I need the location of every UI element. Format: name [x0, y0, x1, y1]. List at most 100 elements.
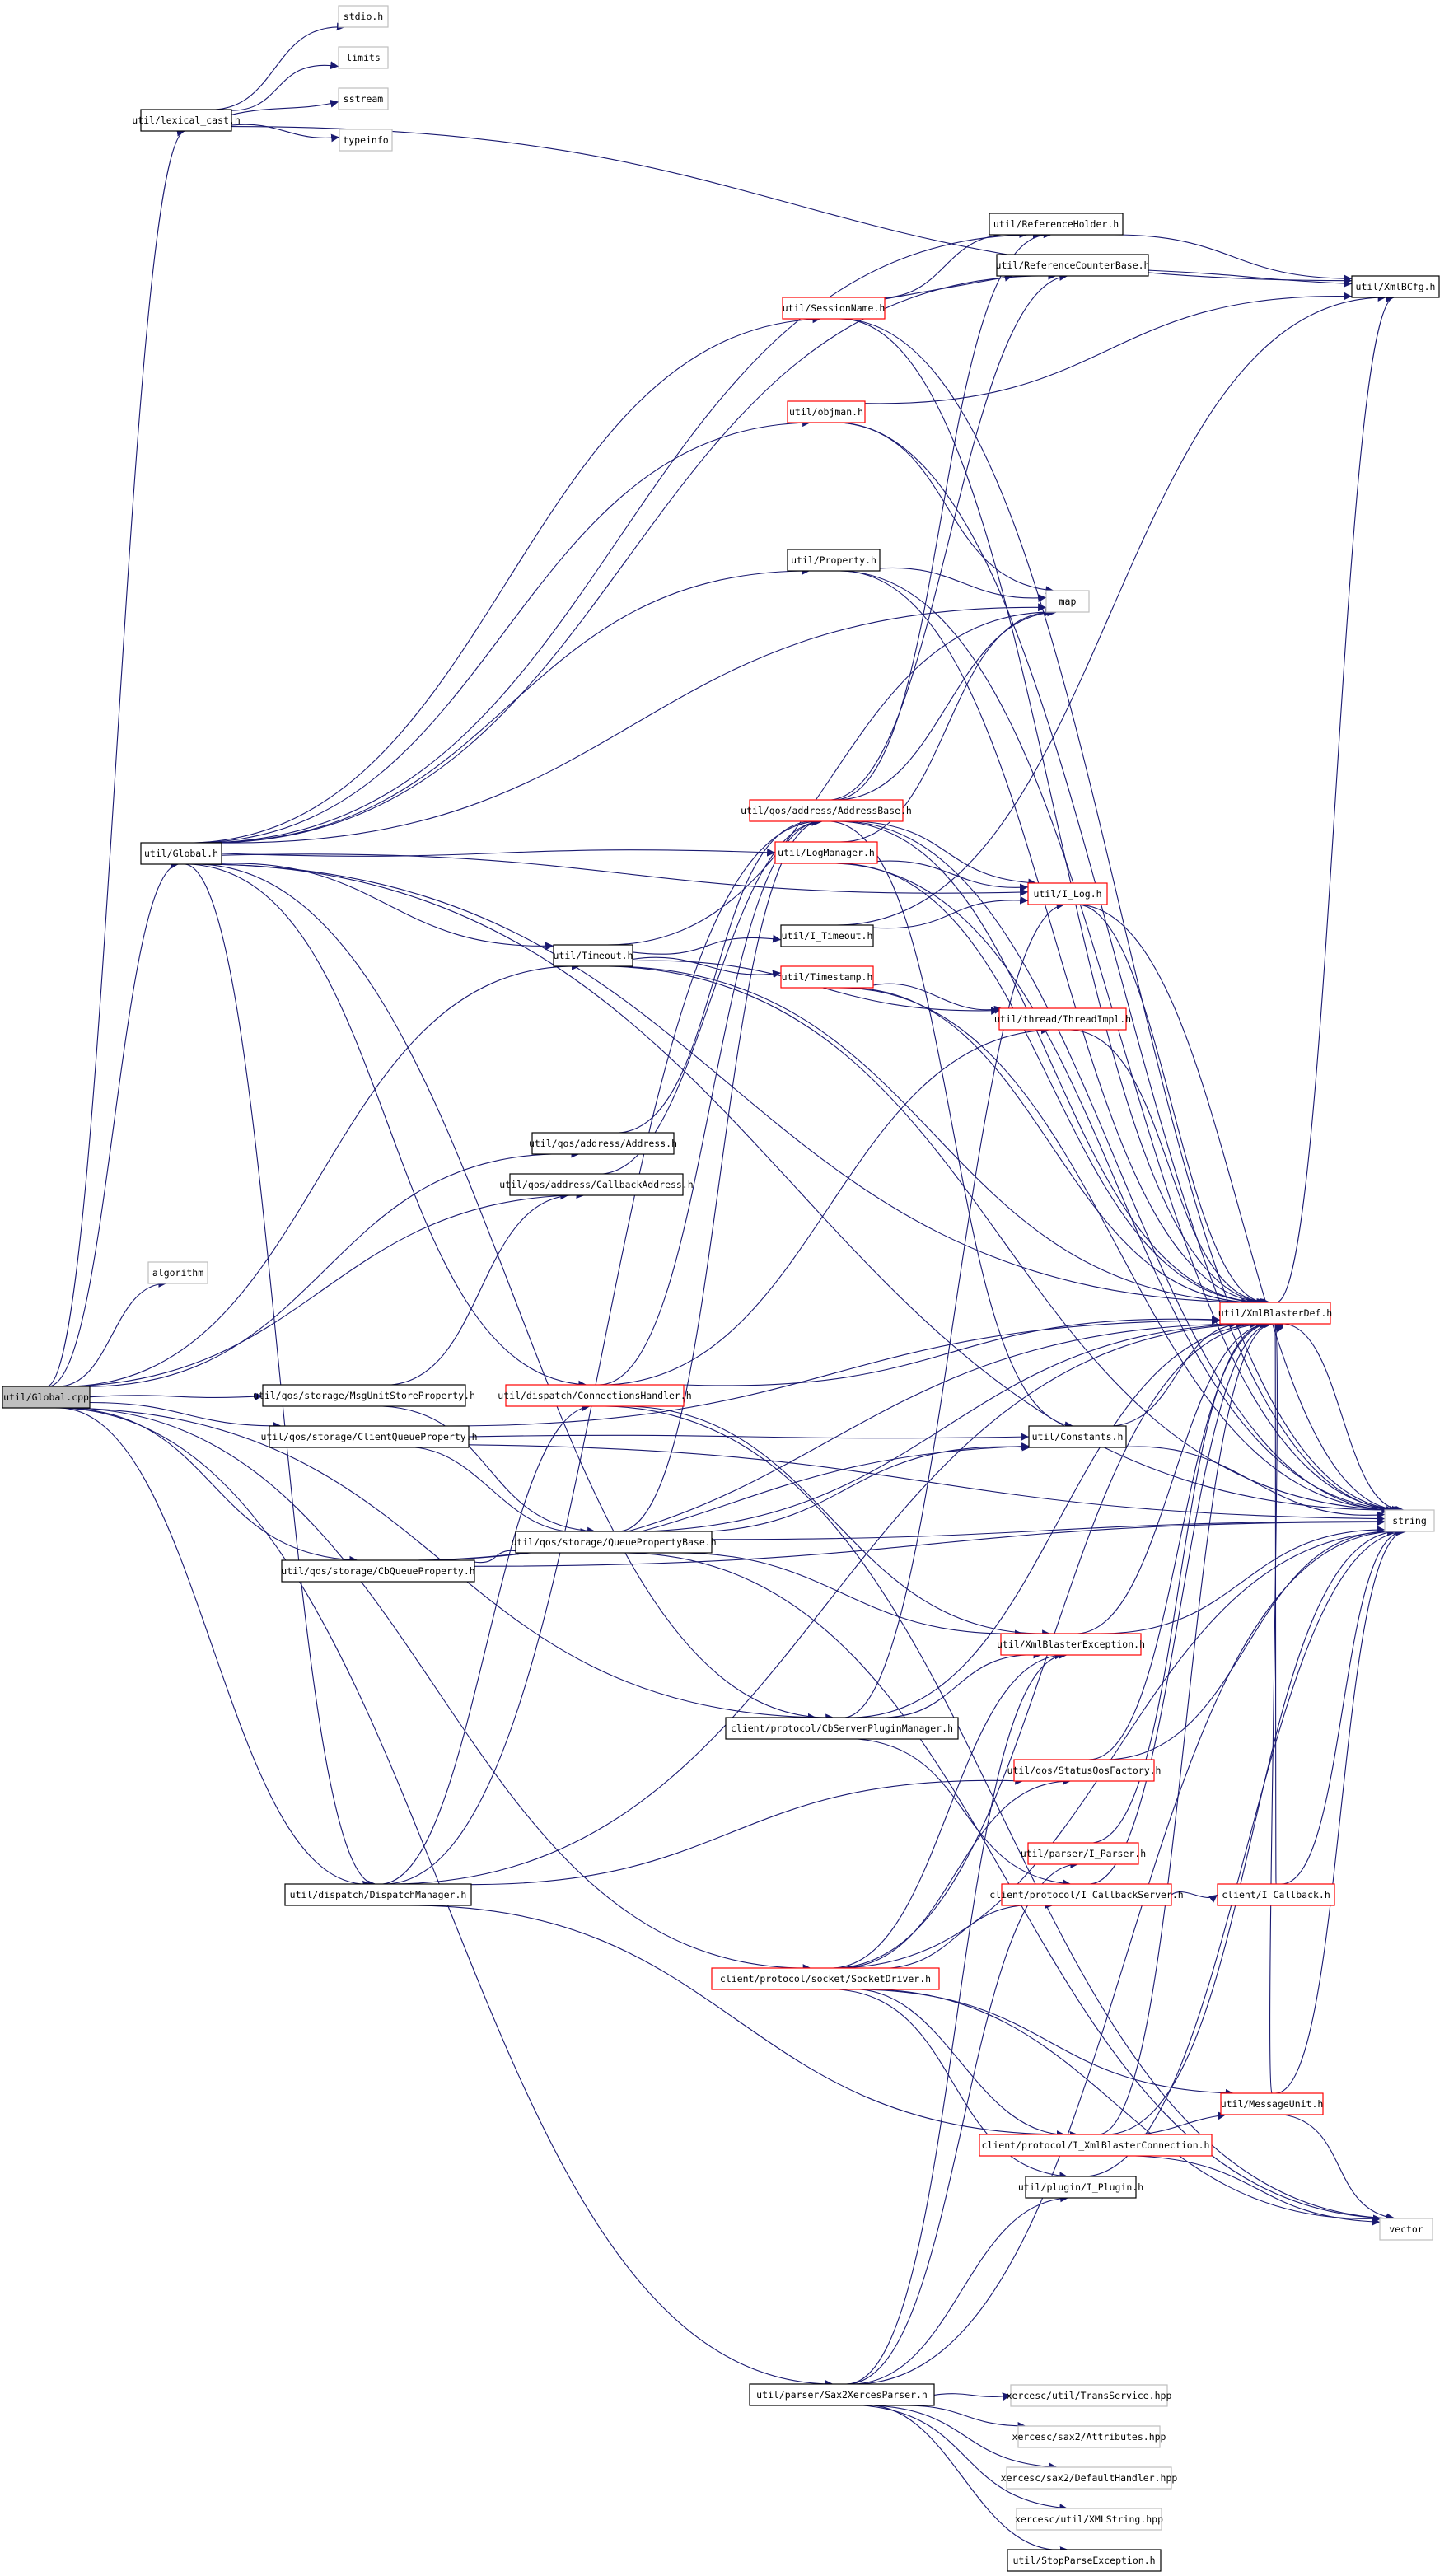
node-box-stopparse[interactable] [1007, 2549, 1162, 2572]
node-iplugin[interactable]: util/plugin/I_Plugin.h [1018, 2176, 1143, 2199]
node-xmlstring[interactable]: xercesc/util/XMLString.hpp [1015, 2508, 1163, 2531]
node-box-itimeout[interactable] [780, 924, 874, 947]
node-box-iplugin[interactable] [1025, 2176, 1137, 2199]
node-box-messageunit[interactable] [1220, 2092, 1324, 2115]
node-cbaddress[interactable]: util/qos/address/CallbackAddress.h [499, 1173, 694, 1196]
node-addressbase[interactable]: util/qos/address/AddressBase.h [741, 799, 912, 822]
node-box-algorithm[interactable] [147, 1261, 208, 1284]
node-box-refcounter[interactable] [996, 254, 1149, 277]
node-box-sax2parser[interactable] [749, 2383, 935, 2406]
node-box-socketdriver[interactable] [711, 1967, 940, 1990]
node-box-threadimpl[interactable] [998, 1007, 1127, 1031]
node-messageunit[interactable]: util/MessageUnit.h [1220, 2092, 1324, 2115]
node-box-statusqos[interactable] [1013, 1759, 1155, 1782]
node-socketdriver[interactable]: client/protocol/socket/SocketDriver.h [711, 1967, 940, 1990]
node-vector[interactable]: vector [1379, 2218, 1433, 2241]
node-sstream[interactable]: sstream [338, 87, 389, 110]
node-box-attributes[interactable] [1017, 2425, 1161, 2448]
node-string[interactable]: string [1384, 1509, 1435, 1532]
node-ixbconn[interactable]: client/protocol/I_XmlBlasterConnection.h [979, 2134, 1213, 2157]
node-box-global_h[interactable] [140, 842, 222, 865]
node-box-addressbase[interactable] [749, 799, 904, 822]
node-box-transservice[interactable] [1010, 2384, 1168, 2407]
node-stdio[interactable]: stdio.h [338, 5, 389, 28]
node-box-timestamp[interactable] [780, 965, 874, 989]
node-icbserver[interactable]: client/protocol/I_CallbackServer.h [989, 1883, 1184, 1906]
node-box-queuebase[interactable] [515, 1531, 713, 1554]
node-itimeout[interactable]: util/I_Timeout.h [780, 924, 874, 947]
node-box-iparser[interactable] [1027, 1842, 1139, 1865]
node-box-ilog[interactable] [1027, 882, 1108, 905]
node-timeout[interactable]: util/Timeout.h [553, 944, 633, 967]
node-clientqueue[interactable]: util/qos/storage/ClientQueueProperty.h [260, 1425, 478, 1448]
node-box-global_cpp[interactable] [2, 1386, 91, 1409]
node-box-clientqueue[interactable] [269, 1425, 470, 1448]
node-transservice[interactable]: xercesc/util/TransService.hpp [1007, 2384, 1172, 2407]
node-box-xmlbcfg[interactable] [1351, 275, 1440, 298]
node-attributes[interactable]: xercesc/sax2/Attributes.hpp [1012, 2425, 1166, 2448]
node-box-sstream[interactable] [338, 87, 389, 110]
node-cbqueue[interactable]: util/qos/storage/CbQueueProperty.h [281, 1559, 475, 1583]
node-msgunitstore[interactable]: util/qos/storage/MsgUnitStoreProperty.h [253, 1384, 475, 1407]
node-box-string[interactable] [1384, 1509, 1435, 1532]
node-box-constants[interactable] [1028, 1425, 1127, 1448]
node-dispatchmgr[interactable]: util/dispatch/DispatchManager.h [284, 1883, 472, 1906]
node-limits[interactable]: limits [338, 46, 389, 69]
node-algorithm[interactable]: algorithm [147, 1261, 208, 1284]
node-statusqos[interactable]: util/qos/StatusQosFactory.h [1007, 1759, 1162, 1782]
node-map[interactable]: map [1045, 590, 1090, 613]
node-box-address[interactable] [531, 1132, 675, 1155]
node-threadimpl[interactable]: util/thread/ThreadImpl.h [994, 1007, 1131, 1031]
node-box-icbserver[interactable] [1001, 1883, 1172, 1906]
node-refholder[interactable]: util/ReferenceHolder.h [989, 213, 1124, 236]
node-lexical_cast[interactable]: util/lexical_cast.h [132, 109, 241, 132]
node-queuebase[interactable]: util/qos/storage/QueuePropertyBase.h [511, 1531, 717, 1554]
node-box-timeout[interactable] [553, 944, 633, 967]
node-box-xmlblasterdef[interactable] [1219, 1302, 1331, 1325]
node-box-cbaddress[interactable] [509, 1173, 684, 1196]
node-box-xmlstring[interactable] [1016, 2508, 1162, 2531]
node-box-cbqueue[interactable] [281, 1559, 475, 1583]
node-box-objman[interactable] [787, 400, 866, 423]
node-timestamp[interactable]: util/Timestamp.h [780, 965, 874, 989]
node-box-logmanager[interactable] [774, 841, 878, 864]
node-constants[interactable]: util/Constants.h [1028, 1425, 1127, 1448]
node-box-dispatchmgr[interactable] [284, 1883, 472, 1906]
node-typeinfo[interactable]: typeinfo [339, 129, 393, 152]
node-box-vector[interactable] [1379, 2218, 1433, 2241]
node-box-msgunitstore[interactable] [262, 1384, 466, 1407]
node-address[interactable]: util/qos/address/Address.h [529, 1132, 677, 1155]
node-box-ixbconn[interactable] [979, 2134, 1213, 2157]
node-box-limits[interactable] [338, 46, 389, 69]
node-box-icallback[interactable] [1217, 1883, 1335, 1906]
node-box-lexical_cast[interactable] [140, 109, 232, 132]
node-box-xbexception[interactable] [1000, 1633, 1142, 1656]
node-box-map[interactable] [1045, 590, 1090, 613]
node-icallback[interactable]: client/I_Callback.h [1217, 1883, 1335, 1906]
node-cbserverplugin[interactable]: client/protocol/CbServerPluginManager.h [725, 1717, 959, 1740]
node-box-sessionname[interactable] [782, 297, 886, 320]
node-logmanager[interactable]: util/LogManager.h [774, 841, 878, 864]
node-box-property[interactable] [787, 549, 881, 572]
node-objman[interactable]: util/objman.h [787, 400, 866, 423]
node-box-refholder[interactable] [989, 213, 1124, 236]
node-xmlbcfg[interactable]: util/XmlBCfg.h [1351, 275, 1440, 298]
node-xmlblasterdef[interactable]: util/XmlBlasterDef.h [1218, 1302, 1332, 1325]
node-xbexception[interactable]: util/XmlBlasterException.h [997, 1633, 1145, 1656]
node-sax2parser[interactable]: util/parser/Sax2XercesParser.h [749, 2383, 935, 2406]
node-global_cpp[interactable]: util/Global.cpp [2, 1386, 91, 1409]
node-defaulthandler[interactable]: xercesc/sax2/DefaultHandler.hpp [1001, 2466, 1178, 2490]
node-ilog[interactable]: util/I_Log.h [1027, 882, 1108, 905]
node-stopparse[interactable]: util/StopParseException.h [1007, 2549, 1162, 2572]
node-box-cbserverplugin[interactable] [725, 1717, 959, 1740]
node-box-defaulthandler[interactable] [1006, 2466, 1172, 2490]
node-iparser[interactable]: util/parser/I_Parser.h [1021, 1842, 1146, 1865]
node-box-connhandler[interactable] [505, 1384, 685, 1407]
node-refcounter[interactable]: util/ReferenceCounterBase.h [996, 254, 1150, 277]
node-sessionname[interactable]: util/SessionName.h [782, 297, 886, 320]
node-property[interactable]: util/Property.h [787, 549, 881, 572]
node-global_h[interactable]: util/Global.h [140, 842, 222, 865]
node-box-stdio[interactable] [338, 5, 389, 28]
node-connhandler[interactable]: util/dispatch/ConnectionsHandler.h [498, 1384, 692, 1407]
node-box-typeinfo[interactable] [339, 129, 393, 152]
